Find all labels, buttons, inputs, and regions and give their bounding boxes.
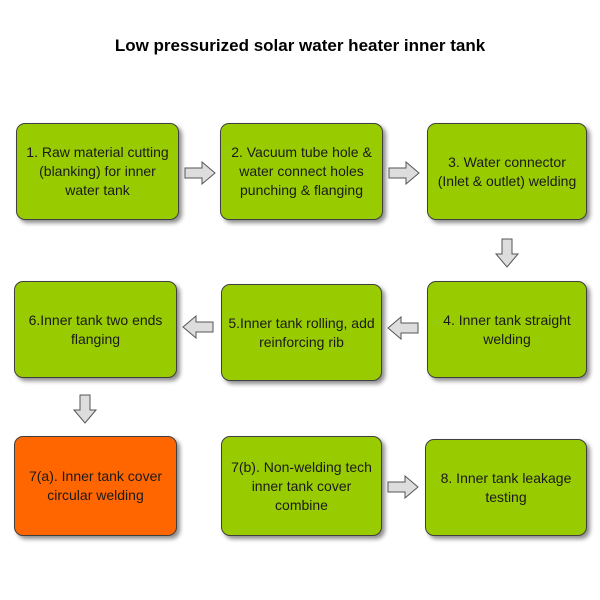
- arrow-down-icon: [495, 238, 519, 268]
- step-6-label: 6.Inner tank two ends flanging: [28, 311, 163, 347]
- step-4-box: 4. Inner tank straight welding: [427, 281, 587, 378]
- step-7a-label: 7(a). Inner tank cover circular welding: [28, 468, 163, 503]
- step-3-label: 3. Water connector (Inlet & outlet) weld…: [437, 153, 577, 189]
- step-7b-box: 7(b). Non-welding tech inner tank cover …: [221, 436, 382, 536]
- step-7b-label: 7(b). Non-welding tech inner tank cover …: [231, 458, 372, 513]
- step-7a-box: 7(a). Inner tank cover circular welding: [14, 436, 177, 536]
- arrow-left-icon: [387, 316, 419, 340]
- step-6-box: 6.Inner tank two ends flanging: [14, 281, 177, 378]
- step-5-box: 5.Inner tank rolling, add reinforcing ri…: [221, 284, 382, 381]
- arrow-right-icon: [184, 161, 216, 185]
- step-5-label: 5.Inner tank rolling, add reinforcing ri…: [228, 314, 375, 350]
- arrow-right-icon: [387, 475, 419, 499]
- step-4-label: 4. Inner tank straight welding: [443, 311, 571, 347]
- step-3-box: 3. Water connector (Inlet & outlet) weld…: [427, 123, 587, 220]
- step-8-box: 8. Inner tank leakage testing: [425, 439, 587, 536]
- step-1-box: 1. Raw material cutting (blanking) for i…: [16, 123, 179, 220]
- diagram-title: Low pressurized solar water heater inner…: [114, 36, 486, 55]
- step-2-box: 2. Vacuum tube hole & water connect hole…: [220, 123, 383, 220]
- step-1-label: 1. Raw material cutting (blanking) for i…: [26, 144, 169, 198]
- arrow-down-icon: [73, 394, 97, 424]
- arrow-left-icon: [182, 315, 214, 339]
- arrow-right-icon: [388, 161, 420, 185]
- step-2-label: 2. Vacuum tube hole & water connect hole…: [231, 144, 372, 198]
- step-8-label: 8. Inner tank leakage testing: [440, 469, 572, 505]
